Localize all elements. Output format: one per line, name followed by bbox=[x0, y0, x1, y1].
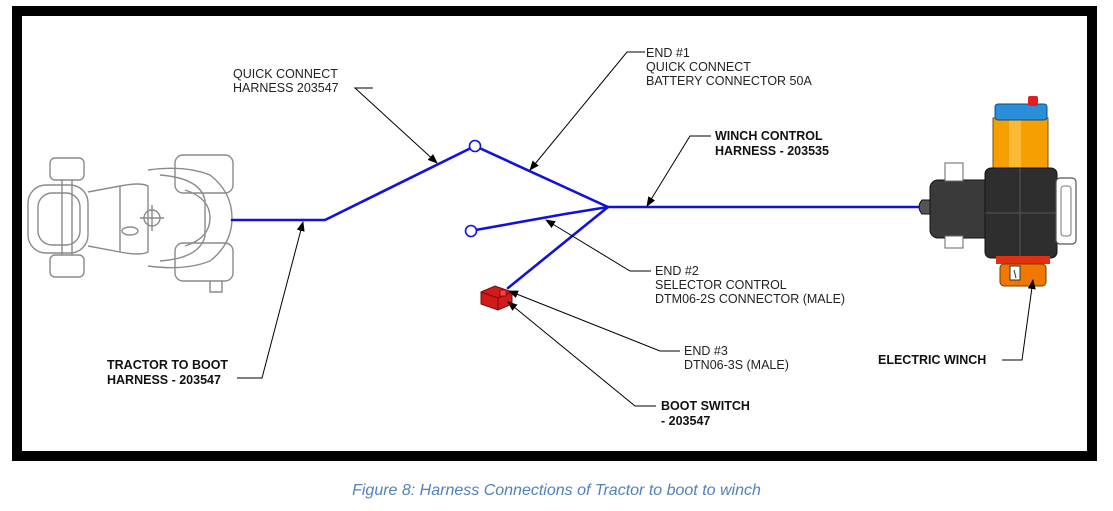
end2-wire bbox=[468, 205, 610, 233]
label-boot-switch: BOOT SWITCH - 203547 bbox=[661, 399, 753, 428]
leader-boot-switch bbox=[507, 301, 656, 407]
leader-end2 bbox=[545, 219, 651, 272]
label-end3: END #3 DTN06-3S (MALE) bbox=[684, 344, 789, 372]
diagram-panel: QUICK CONNECT HARNESS 203547 END #1 QUIC… bbox=[22, 16, 1087, 451]
end3-wire bbox=[506, 205, 610, 290]
label-tractor-to-boot-harness: TRACTOR TO BOOT HARNESS - 203547 bbox=[107, 358, 232, 387]
leader-lines bbox=[237, 51, 1036, 407]
harness-diagram: QUICK CONNECT HARNESS 203547 END #1 QUIC… bbox=[27, 46, 1077, 428]
label-end1: END #1 QUICK CONNECT BATTERY CONNECTOR 5… bbox=[646, 46, 812, 88]
tractor-top-view-icon bbox=[27, 154, 234, 293]
leader-winch-control bbox=[646, 135, 711, 207]
label-winch-control-harness: WINCH CONTROL HARNESS - 203535 bbox=[715, 129, 829, 158]
label-end2: END #2 SELECTOR CONTROL DTM06-2S CONNECT… bbox=[655, 264, 845, 306]
figure-caption: Figure 8: Harness Connections of Tractor… bbox=[352, 482, 761, 499]
leader-quick-connect bbox=[353, 87, 438, 164]
leader-end1 bbox=[529, 51, 645, 171]
label-quick-connect-harness: QUICK CONNECT HARNESS 203547 bbox=[233, 67, 341, 95]
tractor-to-boot-wire bbox=[230, 144, 610, 222]
boot-switch-icon bbox=[480, 285, 513, 311]
end2-connector-icon bbox=[464, 224, 478, 238]
leader-end3 bbox=[508, 290, 680, 352]
label-electric-winch: ELECTRIC WINCH bbox=[878, 353, 986, 367]
electric-winch-icon bbox=[918, 96, 1077, 287]
leader-electric-winch bbox=[1002, 279, 1036, 361]
harness-wires bbox=[230, 144, 924, 290]
end1-connector-icon bbox=[468, 139, 482, 153]
leader-tractor-to-boot bbox=[237, 221, 305, 379]
